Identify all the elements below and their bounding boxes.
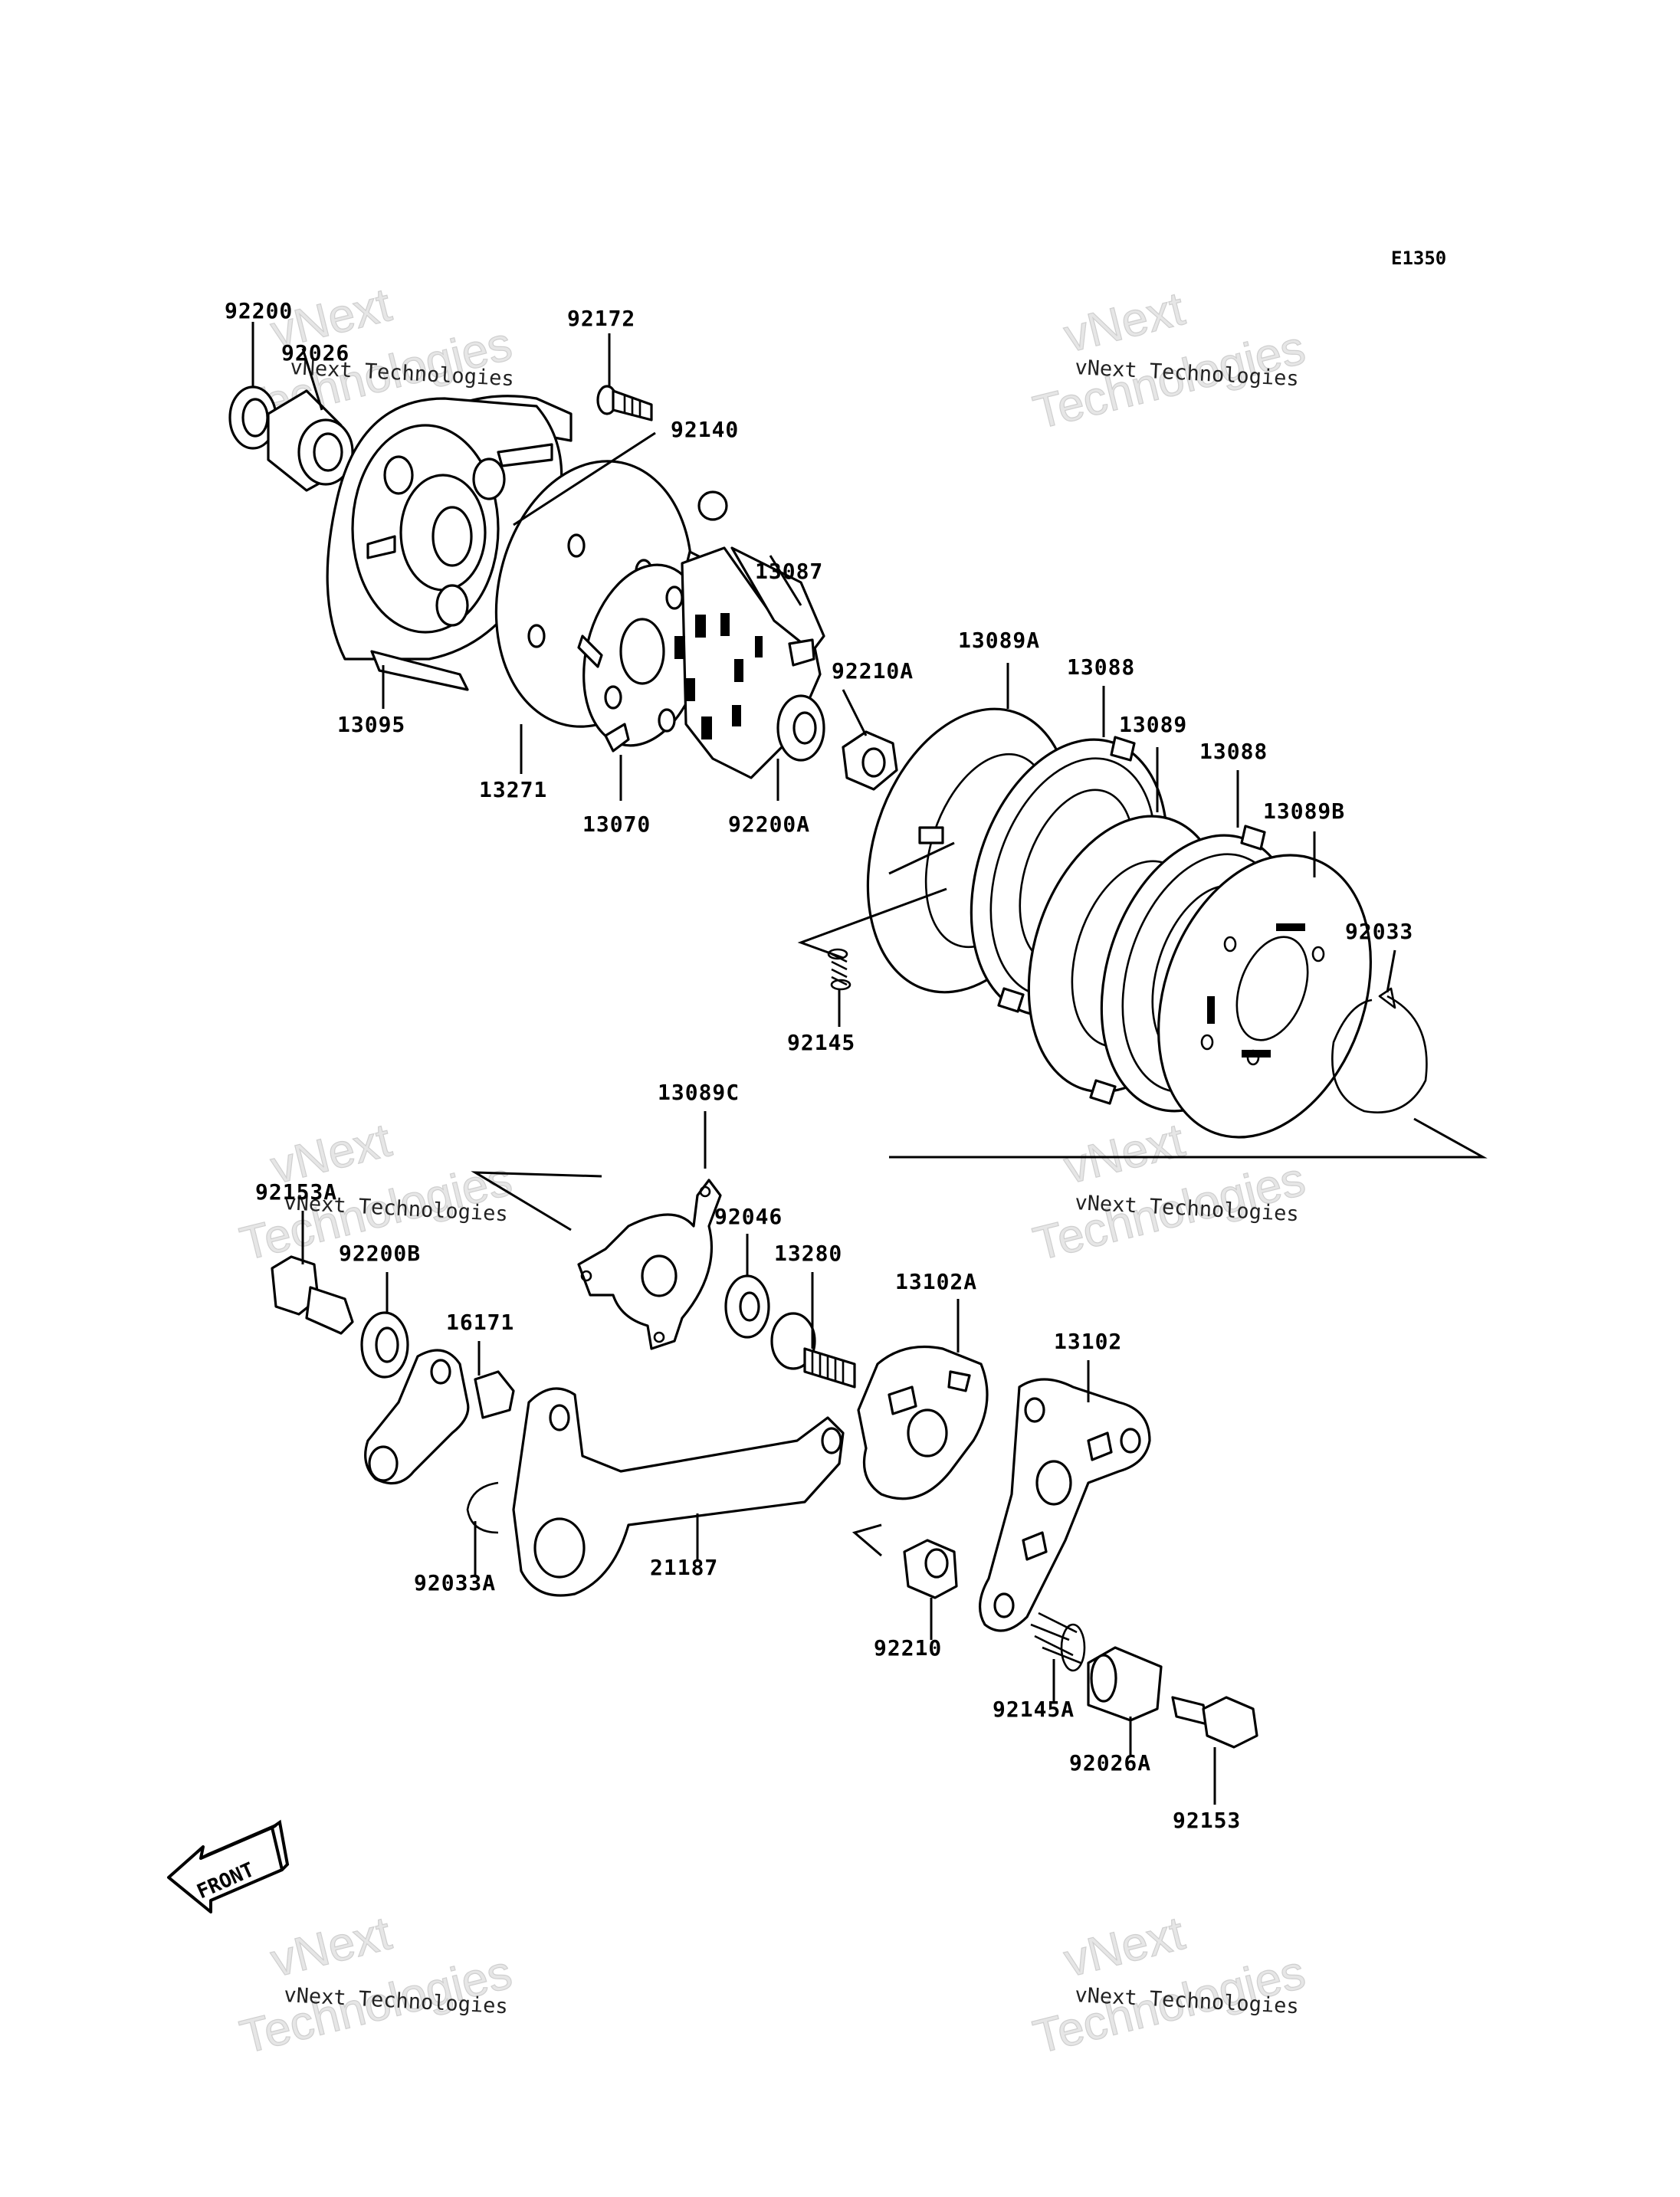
part-label-13102: 13102 [1054,1329,1122,1354]
part-label-13088-upper: 13088 [1067,654,1135,680]
upper-clutch-assembly [228,385,898,791]
part-label-92046: 92046 [714,1204,783,1229]
diagram-code: E1350 [1391,248,1446,269]
watermark-big-word: vNext [1059,282,1189,362]
part-label-92172: 92172 [567,306,635,331]
part-label-13089: 13089 [1119,712,1187,737]
part-label-13088-lower: 13088 [1199,739,1268,764]
part-label-92210: 92210 [874,1635,942,1661]
washer-92200B-drawing [360,1311,409,1379]
bolt-13280-drawing [770,1312,856,1389]
plate-13102-drawing [978,1378,1151,1632]
part-label-13089B: 13089B [1263,798,1345,824]
part-label-92033: 92033 [1345,919,1413,944]
ball-92140-drawing [697,490,728,521]
part-label-92145A: 92145A [993,1697,1075,1722]
watermark-big-word: vNext [1059,1907,1189,1987]
bolt-92153-drawing [1171,1696,1258,1749]
spring-92145-drawing [827,948,851,991]
lever-arm-21187-drawing [512,1387,845,1597]
clip-92033A-drawing [466,1481,499,1534]
part-label-13089C: 13089C [658,1080,740,1105]
part-label-92153: 92153 [1173,1808,1241,1833]
collar-92026-drawing [267,389,354,492]
part-label-92200B: 92200B [339,1241,421,1266]
watermark-big-word: vNext [266,1907,396,1987]
part-label-13087: 13087 [755,559,823,584]
bolt-92153A-drawing [271,1255,354,1335]
part-label-92145: 92145 [787,1030,855,1055]
washer-92046-drawing [724,1274,770,1339]
part-label-13070: 13070 [582,812,651,837]
lever-16171-drawing [364,1349,515,1485]
part-label-13095: 13095 [337,712,405,737]
part-label-92140: 92140 [671,417,739,442]
nut-92210A-drawing [842,730,898,791]
watermark-big-word: vNext [1059,1113,1189,1194]
washer-92200-drawing [228,385,277,450]
front-arrow: FRONT [167,1819,290,1913]
part-label-13102A: 13102A [895,1269,977,1294]
spring-92145A-drawing [1030,1612,1086,1672]
part-label-13271: 13271 [479,777,547,802]
clutch-plates [827,707,1428,1139]
cam-13102A-drawing [857,1346,989,1500]
part-labels: 92200 92026 92172 92140 13087 92210A 130… [225,298,1413,1833]
part-label-92200: 92200 [225,298,293,323]
part-label-92026: 92026 [281,340,349,366]
part-label-13280: 13280 [774,1241,842,1266]
collar-92026A-drawing [1087,1646,1163,1722]
screw-92172-drawing [596,385,653,421]
circlip-92033-drawing [1331,987,1428,1113]
lower-release-assembly [271,1179,1258,1749]
part-label-92200A: 92200A [728,812,810,837]
part-label-92153A: 92153A [255,1179,337,1205]
part-label-92033A: 92033A [414,1570,496,1595]
part-label-16171: 16171 [446,1310,514,1335]
cam-plate-13089C-drawing [577,1179,722,1350]
part-label-92210A: 92210A [832,658,914,684]
hub-13070-drawing [577,550,714,753]
washer-92200A-drawing [776,694,825,762]
nut-92210-drawing [903,1539,958,1599]
leader-lines [251,322,1488,1805]
part-label-13089A: 13089A [958,628,1040,653]
part-label-92026A: 92026A [1069,1750,1151,1776]
part-label-21187: 21187 [650,1555,718,1580]
